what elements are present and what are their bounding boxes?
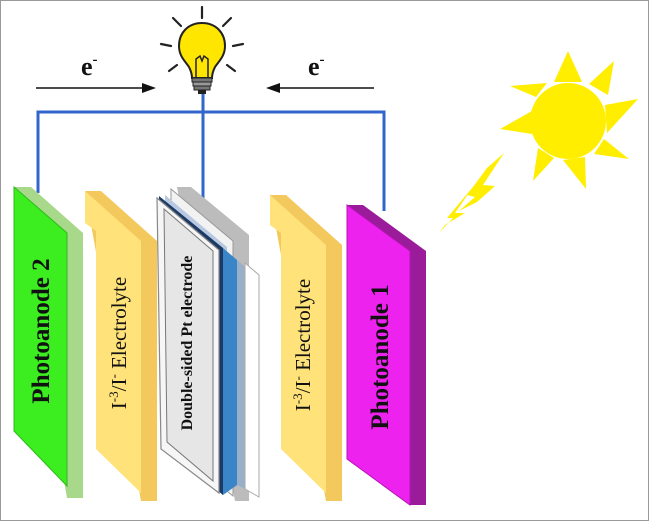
electrolyte-layer-right: I-3/I- Electrolyte	[270, 195, 342, 501]
photoanode-2-label: Photoanode 2	[28, 258, 55, 403]
electron-flow-arrow-right	[266, 83, 374, 93]
external-circuit-wire	[36, 89, 386, 211]
photoanode-1-label: Photoanode 1	[367, 284, 394, 429]
electrolyte-left-label: I-3/I- Electrolyte	[106, 277, 131, 409]
electrolyte-right-label: I-3/I- Electrolyte	[290, 279, 315, 411]
pt-electrode-label: Double-sided Pt electrode	[179, 256, 196, 431]
lightning-bolt-icon	[439, 153, 504, 233]
electron-flow-arrow-left	[36, 83, 156, 93]
electron-label-left: e-	[81, 52, 98, 81]
electrolyte-layer-left: I-3/I- Electrolyte	[85, 191, 157, 501]
electron-label-right: e-	[308, 52, 325, 81]
sun-icon	[500, 51, 638, 189]
photoanode-1-plate: Photoanode 1	[346, 204, 426, 506]
light-bulb-icon	[159, 5, 245, 94]
pt-electrode-stack: Double-sided Pt electrode	[156, 187, 260, 501]
photoanode-2-plate: Photoanode 2	[13, 185, 83, 498]
